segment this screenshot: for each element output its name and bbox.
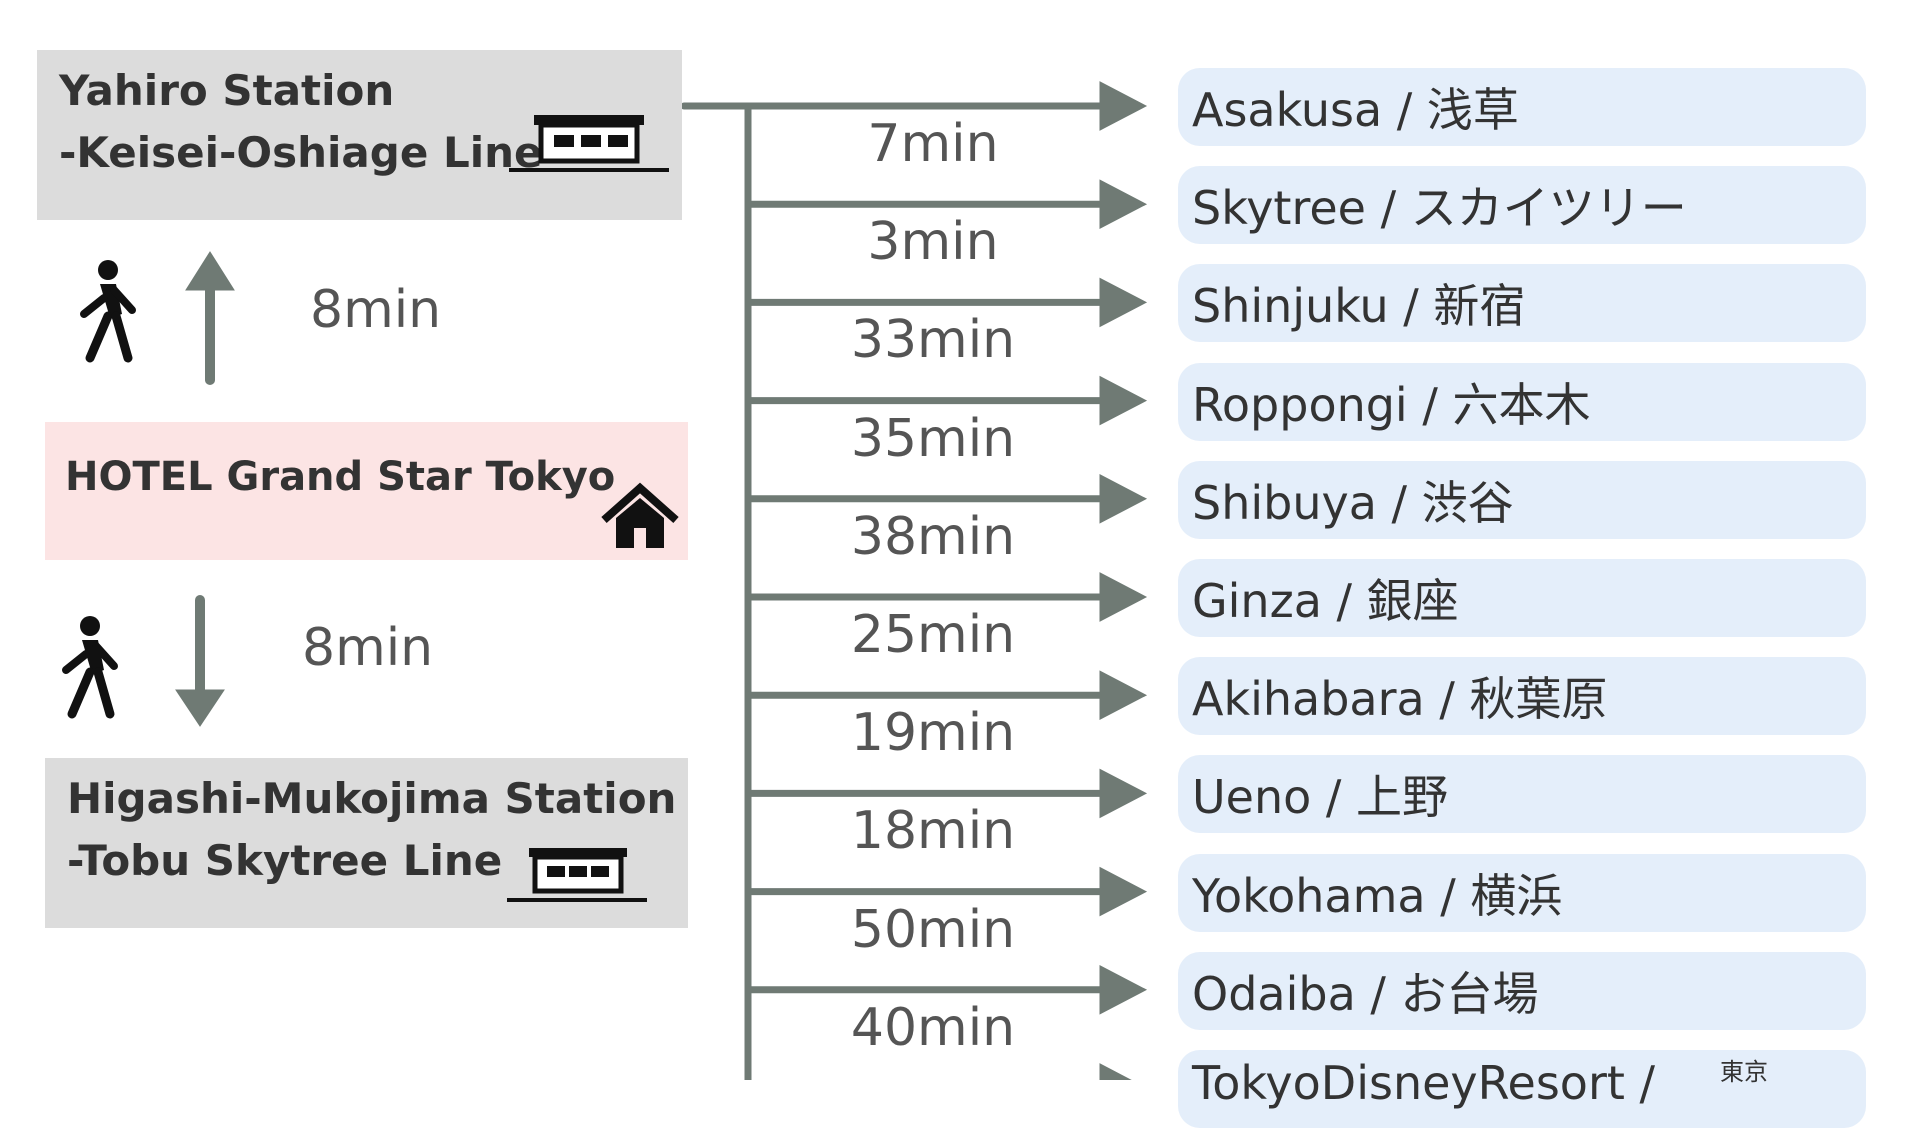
- tokyo-small-label: 東京: [1720, 1058, 1768, 1086]
- pedestrian-icon: [80, 260, 136, 363]
- destination-item: Odaiba / お台場: [1178, 951, 1866, 1030]
- travel-time-label: 25min: [850, 605, 1016, 665]
- branch-arrow-head: [1099, 375, 1148, 426]
- destination-item: Shibuya / 渋谷: [1178, 460, 1866, 539]
- train-station-icon: [509, 115, 669, 172]
- destination-item: Ueno / 上野: [1178, 755, 1866, 834]
- pedestrian-icon: [62, 616, 118, 719]
- destination-label: TokyoDisneyResort /: [1192, 1056, 1656, 1110]
- destination-item: Asakusa / 浅草: [1178, 68, 1866, 146]
- travel-time-label: 19min: [850, 703, 1016, 764]
- destination-label: Yokohama / 横浜: [1192, 868, 1563, 923]
- train-station-icon: [507, 848, 647, 902]
- branch-arrow-head: [1099, 473, 1148, 524]
- tobu-skytree-line-name: -Tobu Skytree Line: [67, 836, 503, 885]
- branch-arrow-head: [1099, 964, 1148, 1015]
- travel-time-label: 18min: [850, 801, 1016, 862]
- destination-label: Ginza / 銀座: [1192, 574, 1459, 628]
- hotel-box: HOTEL Grand Star Tokyo: [45, 422, 688, 560]
- destination-item: Shinjuku / 新宿: [1178, 264, 1866, 343]
- destination-label: Akihabara / 秋葉原: [1192, 672, 1608, 727]
- destination-label: Shibuya / 渋谷: [1192, 475, 1514, 530]
- branch-arrow-head: [1099, 81, 1148, 131]
- travel-time-label: 50min: [850, 899, 1016, 960]
- walk-arrow-down-head: [175, 689, 225, 727]
- higashi-mukojima-station-box: Higashi-Mukojima Station -Tobu Skytree L…: [45, 758, 688, 928]
- destination-item: Roppongi / 六本木: [1178, 362, 1866, 441]
- yahiro-station-box: Yahiro Station -Keisei-Oshiage Line: [37, 50, 682, 220]
- destination-label: Asakusa / 浅草: [1192, 83, 1519, 137]
- branch-arrow-head: [1099, 179, 1148, 230]
- yahiro-station-name: Yahiro Station: [59, 66, 395, 115]
- destination-label: Skytree / スカイツリー: [1192, 181, 1687, 236]
- travel-time-label: 3min: [867, 212, 999, 273]
- destination-item: Yokohama / 横浜: [1178, 853, 1866, 932]
- higashi-mukojima-station-name: Higashi-Mukojima Station: [67, 774, 677, 823]
- destination-label: Odaiba / お台場: [1192, 966, 1539, 1021]
- house-icon: [601, 482, 679, 548]
- destination-label: Shinjuku / 新宿: [1192, 279, 1526, 334]
- destination-label: Roppongi / 六本木: [1192, 377, 1591, 432]
- walk-time-to-yahiro: 8min: [310, 280, 442, 340]
- walk-time-to-higashi-mukojima: 8min: [302, 618, 434, 678]
- branch-arrow-head: [1099, 768, 1148, 819]
- destination-item: Ginza / 銀座: [1178, 559, 1866, 637]
- travel-time-label: 40min: [850, 997, 1016, 1058]
- branch-arrow-head: [1099, 1063, 1132, 1080]
- travel-time-label: 35min: [850, 408, 1016, 469]
- hotel-name: HOTEL Grand Star Tokyo: [65, 454, 616, 500]
- travel-time-label: 7min: [867, 114, 999, 174]
- keisei-oshiage-line-name: -Keisei-Oshiage Line: [59, 128, 543, 177]
- branch-arrow-head: [1099, 277, 1148, 328]
- branch-arrow-head: [1099, 572, 1148, 622]
- destination-item: Skytree / スカイツリー: [1178, 166, 1866, 245]
- destination-item: Akihabara / 秋葉原: [1178, 657, 1866, 736]
- walk-arrow-up-head: [185, 251, 235, 291]
- branch-arrow-head: [1099, 670, 1148, 721]
- travel-time-label: 33min: [850, 310, 1016, 371]
- route-connector-lines: [175, 81, 1148, 1080]
- branch-arrow-head: [1099, 866, 1148, 917]
- destination-label: Ueno / 上野: [1192, 770, 1449, 825]
- travel-time-label: 38min: [850, 506, 1016, 567]
